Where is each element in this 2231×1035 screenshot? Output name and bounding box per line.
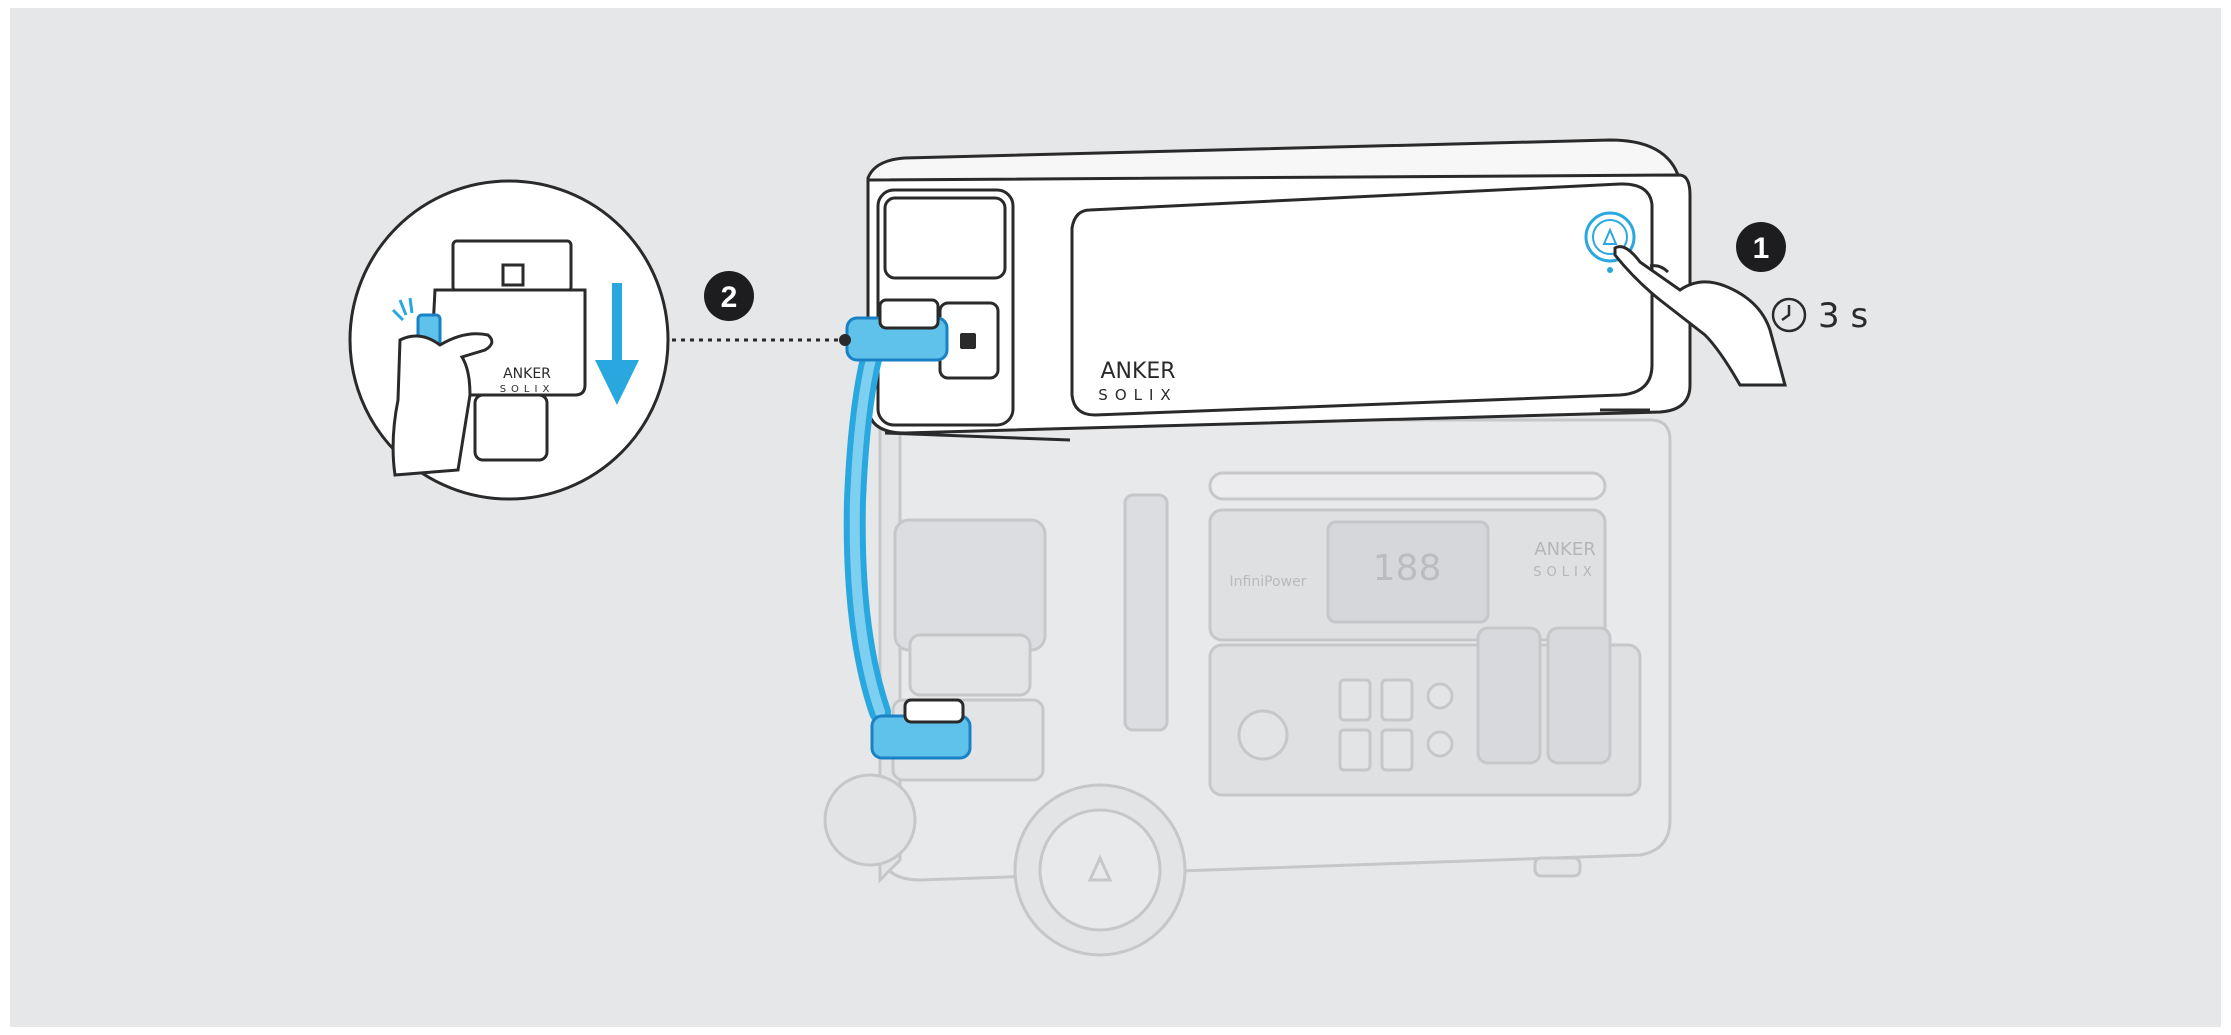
step-1-number: 1 xyxy=(1753,232,1770,265)
power-station-display: 188 xyxy=(1373,548,1442,589)
leader-dot xyxy=(839,334,851,346)
step-1-duration: 3 s xyxy=(1818,296,1868,336)
power-station-brand: ANKER xyxy=(1534,539,1595,560)
callout-brand-sub: SOLIX xyxy=(500,384,555,395)
callout-brand: ANKER xyxy=(503,366,551,382)
power-station xyxy=(825,420,1670,955)
power-station-brand-sub: SOLIX xyxy=(1533,565,1596,580)
battery-brand-sub: SOLIX xyxy=(1098,386,1177,404)
power-station-tech-label: InfiniPower xyxy=(1230,574,1307,590)
step-2-number: 2 xyxy=(721,281,738,314)
battery-brand: ANKER xyxy=(1100,359,1175,384)
step-2-badge: 2 xyxy=(704,271,754,321)
expansion-battery xyxy=(868,140,1690,440)
clock-icon xyxy=(1773,299,1805,331)
step-1-badge: 1 xyxy=(1736,222,1786,272)
